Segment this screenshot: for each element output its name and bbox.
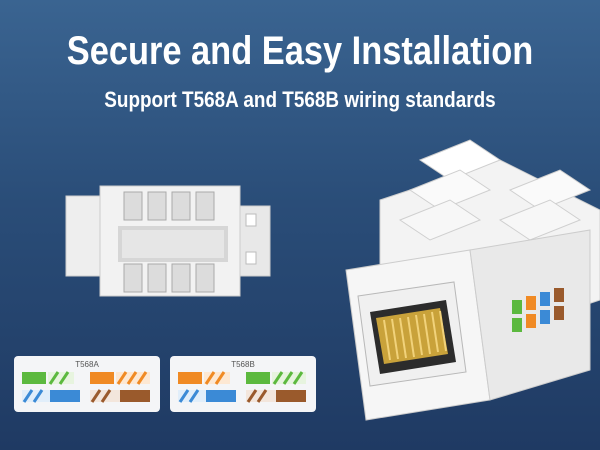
- wiring-card-t568a: T568A: [14, 356, 160, 412]
- wiring-card-t568b: T568B: [170, 356, 316, 412]
- wiring-label-t568a: T568A: [75, 360, 99, 369]
- wiring-pattern-t568b: [178, 371, 306, 403]
- subheadline: Support T568A and T568B wiring standards: [104, 87, 496, 112]
- wiring-label-t568b: T568B: [231, 360, 255, 369]
- wiring-pattern-t568a: [22, 371, 150, 403]
- keystone-jack-3d: [345, 139, 600, 421]
- headline: Secure and Easy Installation: [66, 29, 534, 73]
- keystone-top-view: [65, 185, 271, 297]
